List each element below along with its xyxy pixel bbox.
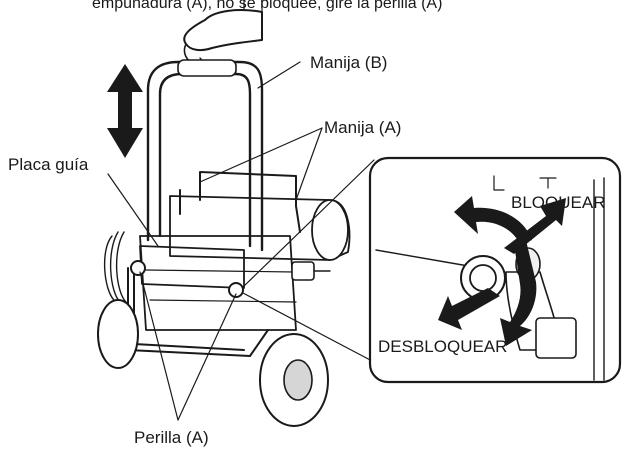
handle-b — [146, 59, 264, 252]
guide-plate-label: Placa guía — [8, 155, 89, 174]
top-caption: empuñadura (A), no se bloquee, gire la p… — [92, 0, 442, 12]
unlock-label: DESBLOQUEAR — [378, 337, 507, 356]
wheel-rear — [97, 299, 139, 369]
rotation-arrows-icon — [438, 196, 566, 346]
leader-lines — [107, 61, 375, 421]
wheel-front — [259, 333, 329, 427]
handle-a-label: Manija (A) — [324, 118, 401, 137]
compressor-body — [103, 171, 351, 357]
knob-a-label: Perilla (A) — [134, 428, 209, 447]
lock-label: BLOQUEAR — [511, 193, 605, 212]
handle-b-label: Manija (B) — [310, 53, 387, 72]
double-arrow-vertical-icon — [107, 64, 143, 158]
